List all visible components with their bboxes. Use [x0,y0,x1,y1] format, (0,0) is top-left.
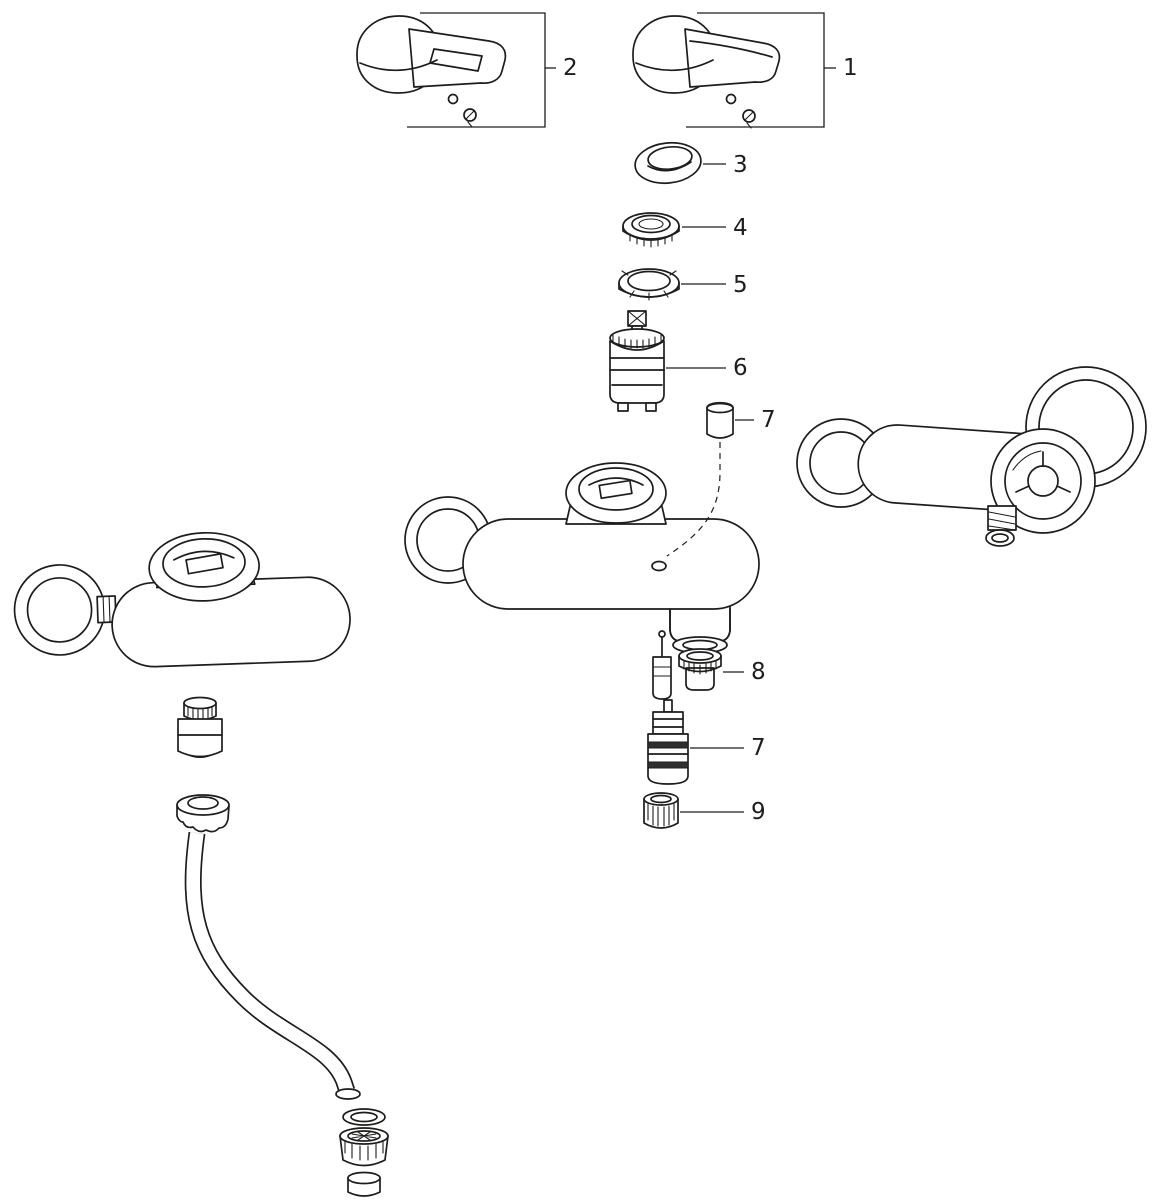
locking-ring [622,212,680,248]
shower-mixer-body [796,366,1147,547]
callout-label: 3 [733,152,748,178]
cartridge [609,310,665,412]
callout-3: 3 [703,152,748,178]
diverter-stem [652,630,672,700]
callout-6: 6 [666,355,748,381]
callout-label: 7 [761,407,776,433]
callout-8: 8 [723,659,766,685]
callout-label: 8 [751,659,766,685]
spout-aerator [339,1127,389,1167]
check-valve [643,792,679,829]
callout-label: 5 [733,272,748,298]
aerator [678,648,722,691]
solid-lever-handle [632,15,781,129]
callout-7-top: 7 [735,407,776,433]
plug [706,401,734,439]
callout-label: 7 [751,735,766,761]
wall-mixer-body [13,531,351,668]
end-cap [347,1171,381,1197]
callout-7-bottom: 7 [690,735,766,761]
callout-label: 2 [563,55,578,81]
diverter-cartridge [647,699,689,785]
escutcheon-ring [634,141,702,185]
callout-9: 9 [680,799,766,825]
spout-assembly [176,794,361,1100]
callout-4: 4 [682,215,748,241]
aerator-adapter [177,696,223,759]
callout-2: 2 [407,12,578,128]
bath-mixer-body [404,462,760,654]
adapter-ring [618,268,680,301]
open-loop-lever-handle [356,15,507,128]
callout-label: 4 [733,215,748,241]
callout-5: 5 [681,272,748,298]
callout-1: 1 [686,12,858,128]
assembly-dashed-line [666,442,721,557]
callout-label: 9 [751,799,766,825]
callout-label: 6 [733,355,748,381]
callout-label: 1 [843,55,858,81]
washer [342,1108,386,1126]
